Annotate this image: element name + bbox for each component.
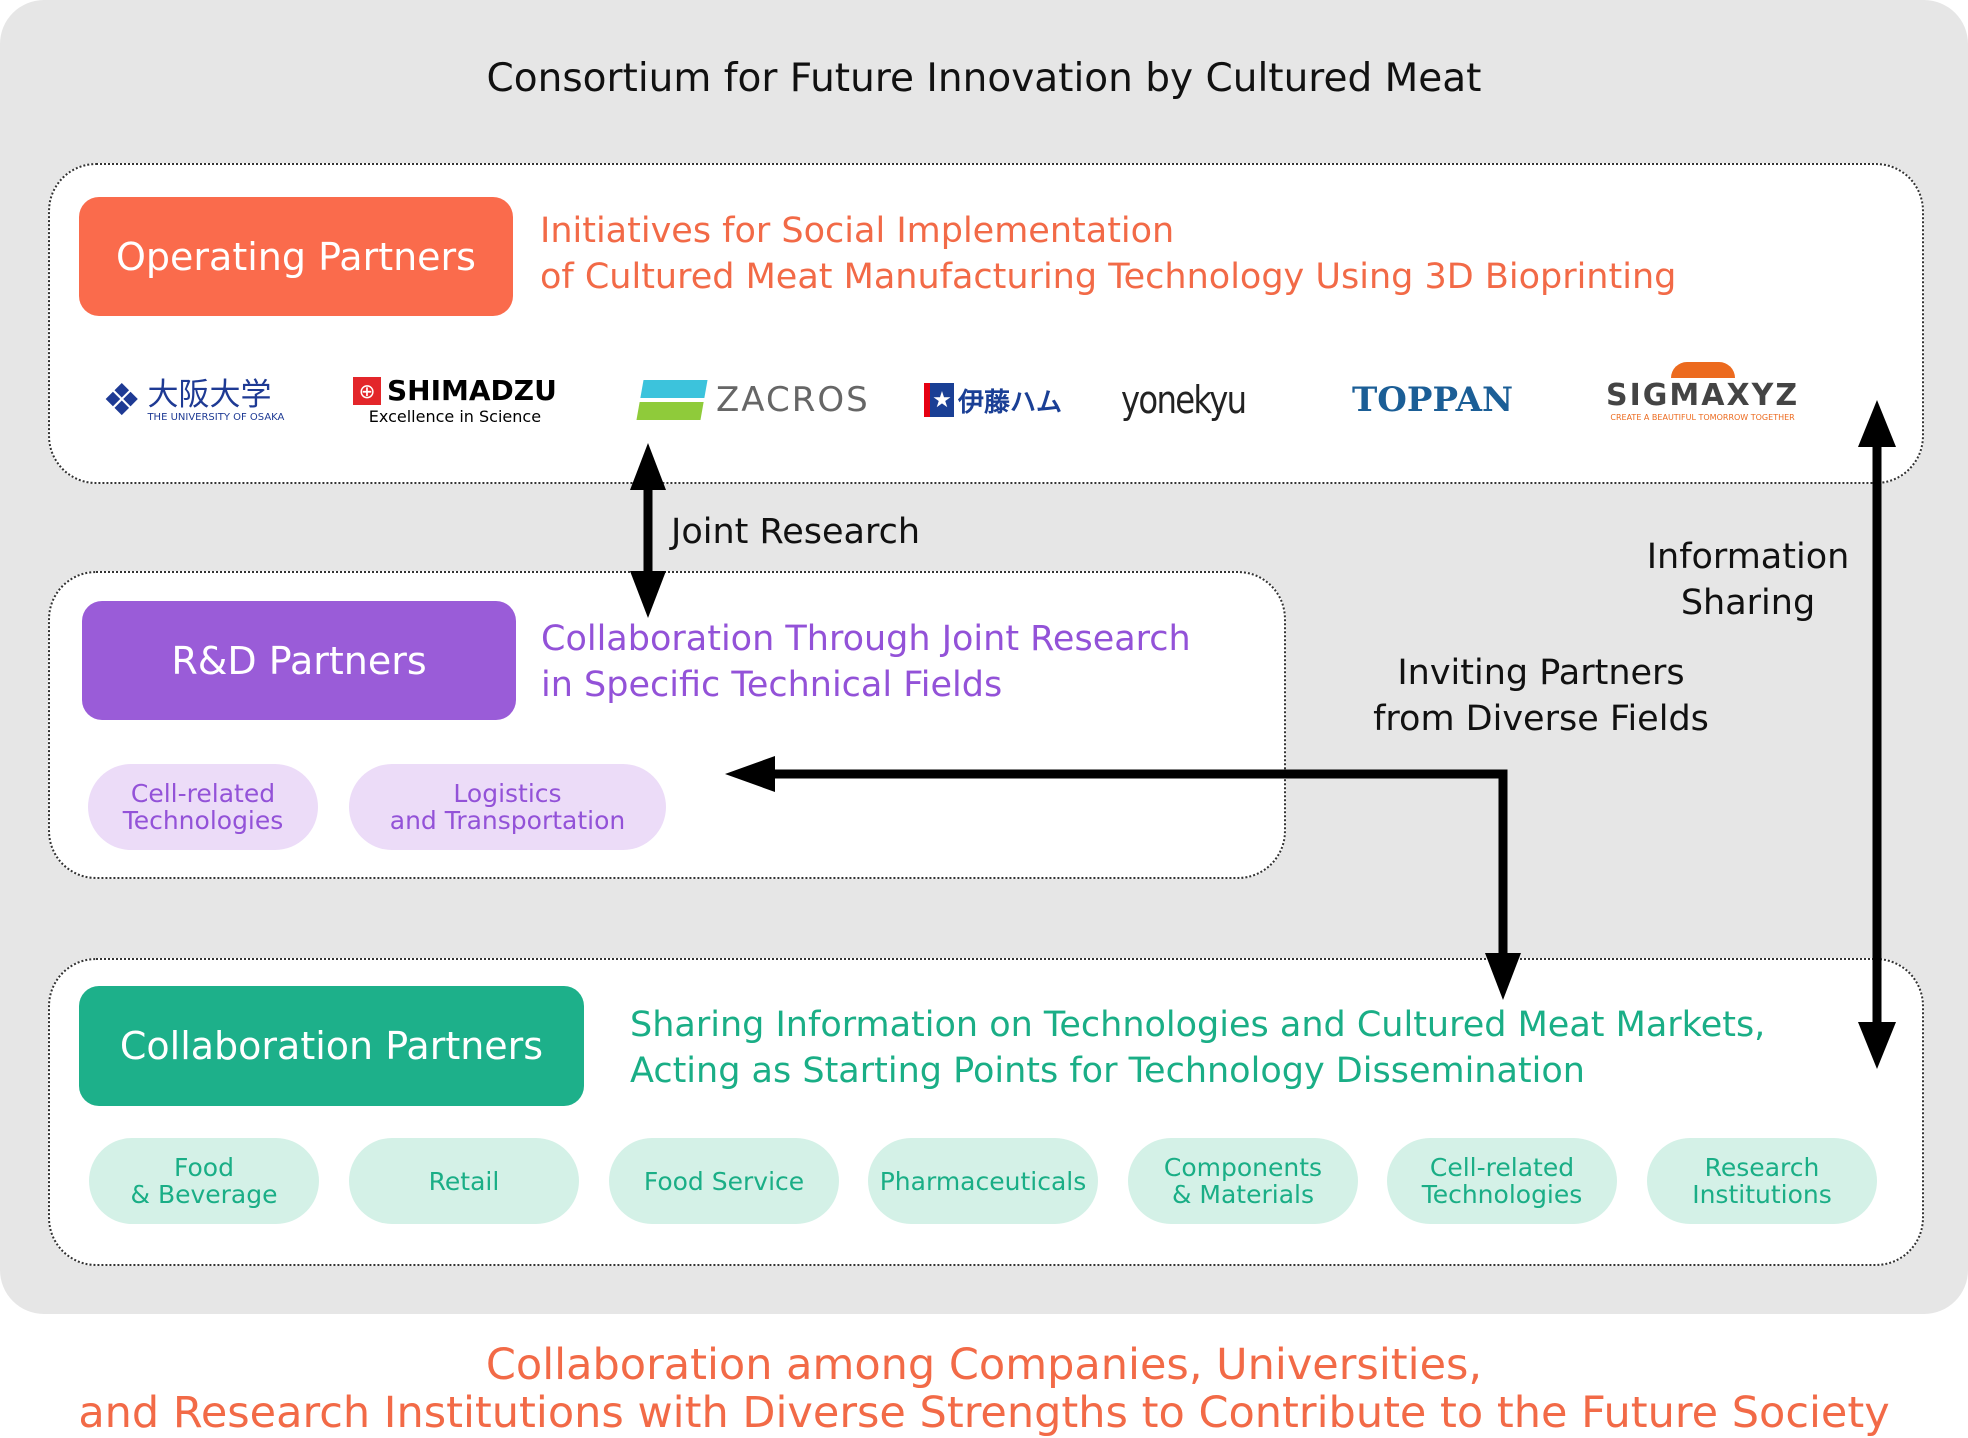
sigmaxyz-text: SIGMAXYZ	[1606, 378, 1800, 413]
sigmaxyz-sun-icon	[1670, 362, 1735, 378]
information-sharing-label-2: Sharing	[1680, 583, 1816, 623]
joint-research-label: Joint Research	[671, 512, 921, 552]
footer-line-1: Collaboration among Companies, Universit…	[485, 1340, 1483, 1390]
osaka-jp: 大阪大学	[147, 376, 272, 413]
rnd-desc-2: in Specific Technical Fields	[541, 665, 1003, 705]
inviting-partners-arrow	[725, 756, 1521, 1000]
footer-line-2: and Research Institutions with Diverse S…	[78, 1388, 1890, 1438]
collab-pill: Retail	[349, 1138, 579, 1224]
yonekyu-logo: yonekyu	[1110, 370, 1256, 430]
collab-pill: Research Institutions	[1647, 1138, 1877, 1224]
toppan-logo: TOPPAN	[1352, 370, 1513, 430]
collab-pill: Cell-related Technologies	[1387, 1138, 1617, 1224]
collaboration-partners-label: Collaboration Partners	[79, 986, 584, 1106]
shimadzu-text: SHIMADZU	[387, 374, 557, 407]
collab-pill: Pharmaceuticals	[868, 1138, 1098, 1224]
rnd-pill-cell: Cell-related Technologies	[88, 764, 318, 850]
operating-desc-2: of Cultured Meat Manufacturing Technolog…	[540, 257, 1677, 297]
inviting-partners-label-2: from Diverse Fields	[1373, 699, 1709, 739]
sigmaxyz-tag: CREATE A BEAUTIFUL TOMORROW TOGETHER	[1610, 413, 1795, 422]
osaka-emblem-icon: ❖	[102, 374, 142, 426]
shimadzu-mark-icon: ⊕	[353, 376, 381, 405]
zacros-text: ZACROS	[716, 380, 870, 420]
yonekyu-text: yonekyu	[1120, 378, 1247, 422]
information-sharing-label-1: Information	[1646, 537, 1850, 577]
rnd-partners-label: R&D Partners	[82, 601, 516, 720]
collab-desc-1: Sharing Information on Technologies and …	[630, 1005, 1766, 1045]
diagram-title: Consortium for Future Innovation by Cult…	[486, 56, 1482, 101]
rnd-desc-1: Collaboration Through Joint Research	[541, 619, 1191, 659]
joint-research-arrow	[630, 443, 666, 618]
rnd-pill-logistics: Logistics and Transportation	[349, 764, 666, 850]
collab-desc-2: Acting as Starting Points for Technology…	[630, 1051, 1585, 1091]
zacros-logo: ZACROS	[636, 370, 870, 430]
inviting-partners-label-1: Inviting Partners	[1397, 653, 1685, 693]
information-sharing-arrow	[1858, 400, 1896, 1069]
itoham-text: 伊藤ハム	[958, 387, 1063, 418]
collab-pill: Food Service	[609, 1138, 839, 1224]
toppan-text: TOPPAN	[1352, 380, 1514, 420]
operating-desc-1: Initiatives for Social Implementation	[540, 211, 1175, 251]
collab-pill: Food & Beverage	[89, 1138, 319, 1224]
itoham-mark-icon: ★	[924, 383, 954, 417]
operating-partners-label: Operating Partners	[79, 197, 513, 316]
shimadzu-tag: Excellence in Science	[368, 407, 542, 426]
osaka-en: THE UNIVERSITY OF OSAKA	[147, 411, 285, 423]
collab-pill: Components & Materials	[1128, 1138, 1358, 1224]
itoham-logo: ★ 伊藤ハム	[924, 370, 1062, 430]
